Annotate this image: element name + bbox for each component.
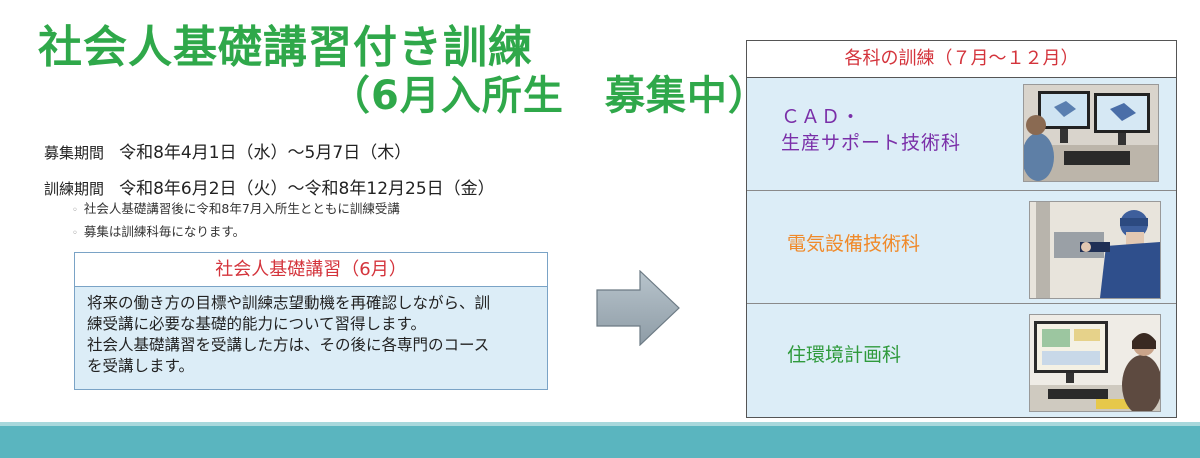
cad-workstation-photo	[1023, 84, 1159, 182]
training-label: 訓練期間	[44, 180, 105, 198]
bullet-icon: ◦	[72, 228, 78, 239]
course-name: 電気設備技術科	[787, 233, 921, 255]
footer-highlight	[0, 422, 1200, 426]
right-arrow-icon	[596, 270, 680, 346]
basic-course-description: 将来の働き方の目標や訓練志望動機を再確認しながら、訓 練受講に必要な基礎的能力に…	[87, 294, 491, 375]
bullet-icon: ◦	[72, 205, 78, 216]
training-value: 令和8年6月2日（火）～令和8年12月25日（金）	[119, 179, 495, 199]
electrician-photo	[1029, 201, 1161, 299]
architecture-desk-photo	[1029, 314, 1161, 412]
course-list-title: 各科の訓練（７月～１２月）	[747, 41, 1176, 78]
course-row-electrical: 電気設備技術科	[747, 191, 1176, 304]
basic-course-box: 社会人基礎講習（6月） 将来の働き方の目標や訓練志望動機を再確認しながら、訓 練…	[74, 252, 548, 390]
page-subtitle: （6月入所生 募集中）	[330, 73, 769, 119]
course-row-housing: 住環境計画科	[747, 304, 1176, 417]
course-row-cad: ＣＡＤ・ 生産サポート技術科	[747, 78, 1176, 191]
footer-band	[0, 426, 1200, 458]
basic-course-title: 社会人基礎講習（6月）	[75, 253, 547, 287]
training-notes: ◦社会人基礎講習後に令和8年7月入所生とともに訓練受講 ◦募集は訓練科毎になりま…	[72, 198, 400, 244]
page-title: 社会人基礎講習付き訓練	[38, 22, 533, 73]
course-list-box: 各科の訓練（７月～１２月） ＣＡＤ・ 生産サポート技術科	[746, 40, 1177, 418]
training-period: 訓練期間 令和8年6月2日（火）～令和8年12月25日（金）	[44, 174, 495, 199]
recruitment-period: 募集期間 令和8年4月1日（水）～5月7日（木）	[44, 138, 411, 163]
note-item: ◦社会人基礎講習後に令和8年7月入所生とともに訓練受講	[72, 201, 400, 216]
course-name: 住環境計画科	[787, 344, 902, 366]
recruitment-value: 令和8年4月1日（水）～5月7日（木）	[119, 143, 412, 163]
note-item: ◦募集は訓練科毎になります。	[72, 224, 246, 239]
course-name: ＣＡＤ・ 生産サポート技術科	[781, 106, 962, 154]
recruitment-label: 募集期間	[44, 144, 105, 162]
